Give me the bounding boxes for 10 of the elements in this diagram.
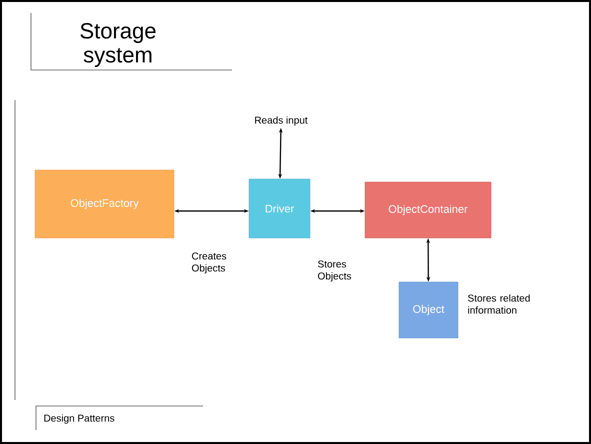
note-text: Creates Objects <box>192 252 226 274</box>
text-label: Reads input <box>255 116 308 126</box>
process-box: Driver <box>248 178 310 238</box>
side-note: Stores related information <box>468 294 530 314</box>
process-box: Object <box>398 282 458 338</box>
process-box: ObjectFactory <box>34 170 174 238</box>
process-box: ObjectContainer <box>364 182 492 238</box>
footer-label: Design Patterns <box>36 406 204 430</box>
title: Storage system <box>30 12 232 70</box>
note-text: Stores Objects <box>318 260 352 282</box>
